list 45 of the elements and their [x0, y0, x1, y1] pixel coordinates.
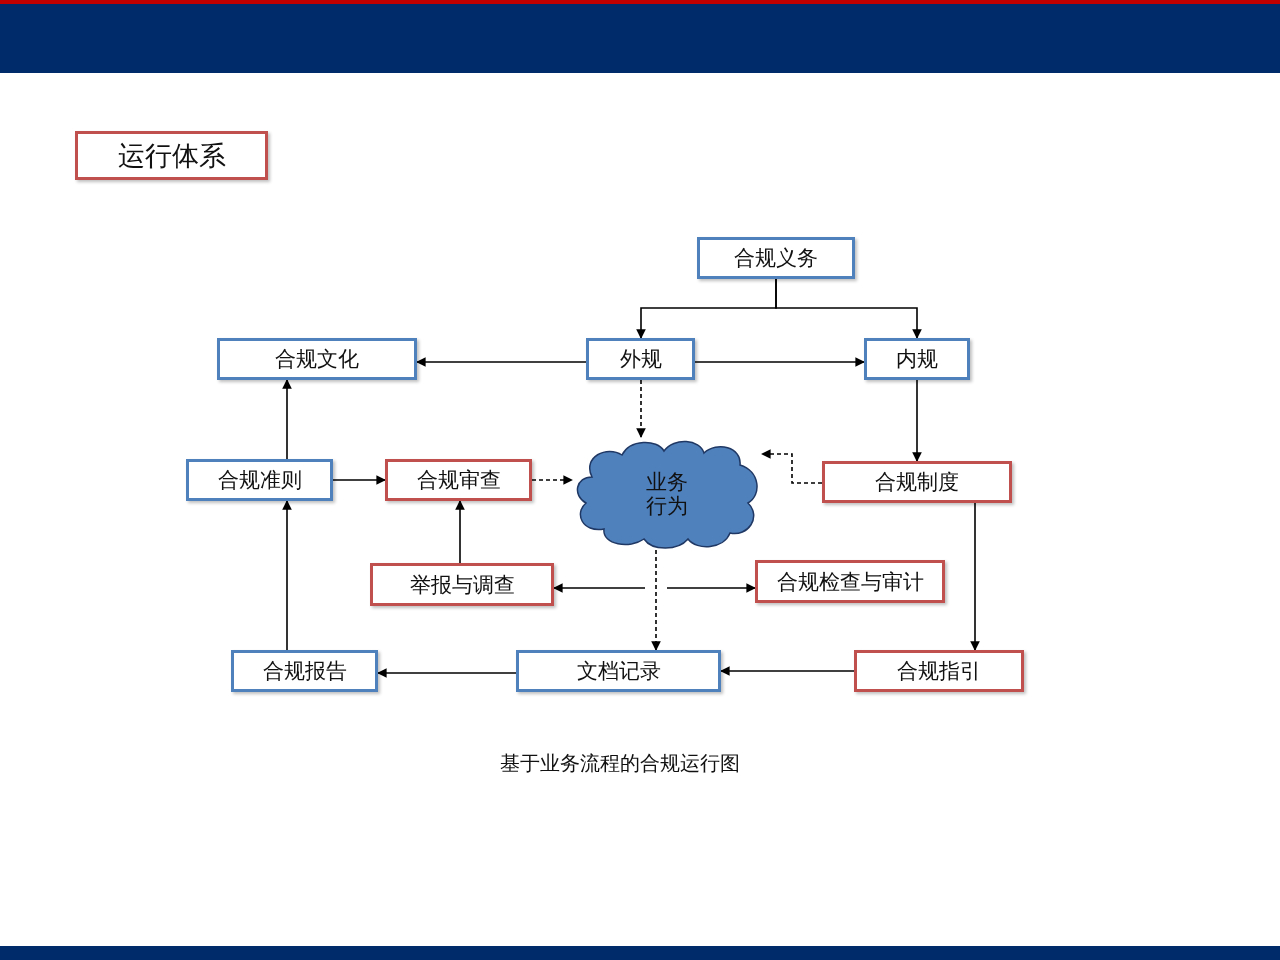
process-box — [231, 650, 378, 692]
arrow — [332, 475, 386, 485]
caption: 基于业务流程的合规运行图 — [499, 750, 741, 777]
arrow — [651, 549, 661, 651]
node-label: 合规准则 — [217, 467, 302, 494]
process-box — [186, 459, 333, 501]
process-box — [864, 338, 970, 380]
arrow — [666, 583, 756, 593]
process-box — [755, 560, 945, 603]
node-label: 文档记录 — [576, 658, 661, 685]
node-label: 内规 — [896, 346, 938, 373]
arrow — [553, 583, 646, 593]
arrow — [282, 379, 292, 460]
node-label: 业务行为 — [645, 469, 689, 518]
node-label: 合规文化 — [275, 346, 359, 373]
node-label: 合规检查与审计 — [776, 568, 924, 596]
process-box — [217, 338, 417, 380]
process-box — [586, 338, 695, 380]
process-box — [697, 237, 855, 279]
process-box — [385, 459, 532, 501]
node-label: 合规义务 — [734, 245, 818, 272]
arrow — [636, 379, 646, 438]
node-label: 合规制度 — [875, 469, 959, 496]
arrow — [455, 500, 465, 564]
node-label: 举报与调查 — [409, 571, 515, 599]
node-label: 合规报告 — [262, 658, 347, 685]
node-label: 运行体系 — [117, 138, 226, 173]
arrow — [282, 500, 292, 651]
node-label: 合规审查 — [416, 467, 501, 494]
arrow — [761, 449, 823, 484]
process-box — [516, 650, 721, 692]
arrow — [531, 475, 573, 485]
arrow — [912, 379, 922, 462]
arrow — [416, 357, 587, 367]
heading-box — [75, 131, 268, 180]
arrow — [720, 666, 855, 676]
arrow — [377, 668, 517, 678]
node-label: 合规指引 — [897, 658, 981, 685]
arrow — [970, 502, 980, 651]
node-label: 外规 — [619, 346, 662, 373]
process-box — [822, 461, 1012, 503]
process-box — [370, 563, 554, 606]
arrow — [775, 278, 922, 339]
arrow — [694, 357, 865, 367]
process-box — [854, 650, 1024, 692]
